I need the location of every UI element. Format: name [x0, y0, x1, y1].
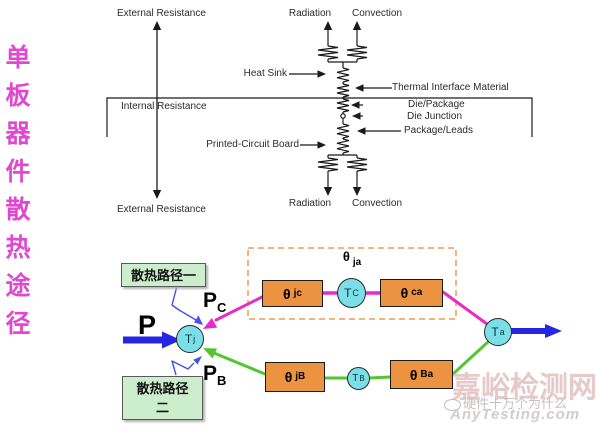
label-die-junction: Die Junction — [407, 111, 463, 122]
board-path-line — [203, 339, 491, 380]
theta-jc-symbol: θ — [283, 285, 291, 302]
side-title-char: 径 — [5, 311, 31, 338]
node-ta-main: T — [491, 325, 499, 339]
theta-ba-sub: Ba — [420, 368, 434, 380]
theta-ca-sub: ca — [411, 287, 423, 298]
side-title-char: 器 — [5, 121, 31, 148]
callout-path2-line2: 二 — [155, 400, 169, 415]
side-title-char: 散 — [5, 197, 31, 224]
label-internal-resistance: Internal Resistance — [121, 101, 207, 112]
watermark-site: AnyTesting.com — [450, 406, 581, 423]
theta-jb-symbol: θ — [284, 369, 293, 385]
callout-box-path1: 散热路径一 — [121, 263, 206, 287]
watermark-brand: 嘉峪检测网 — [452, 372, 598, 404]
resistor-ladder — [317, 21, 368, 196]
label-heat-sink: Heat Sink — [243, 68, 287, 79]
node-ta-sub: a — [499, 327, 505, 337]
label-convection-bottom: Convection — [351, 198, 403, 209]
theta-jb-sub: jB — [295, 371, 306, 382]
power-flow-arrows — [123, 324, 562, 349]
theta-jc-sub: jc — [293, 287, 302, 299]
node-tj-main: T — [184, 332, 193, 346]
label-radiation-bottom: Radiation — [288, 198, 332, 209]
side-title-char: 单 — [5, 45, 31, 72]
side-title-char: 板 — [5, 83, 31, 110]
theta-ca-symbol: θ — [400, 285, 409, 301]
label-package-leads: Package/Leads — [404, 125, 473, 136]
die-junction-node — [340, 113, 346, 119]
label-convection-top: Convection — [351, 8, 403, 19]
power-case-sub: C — [217, 300, 227, 316]
label-power-case: PC — [203, 290, 226, 319]
label-thermal-interface-material: Thermal Interface Material — [392, 82, 509, 93]
node-tc-sub: C — [352, 288, 359, 298]
power-board-main: P — [203, 362, 218, 385]
side-title-char: 件 — [5, 159, 31, 186]
resistance-axis-arrow — [152, 21, 162, 199]
label-power-board: PB — [203, 363, 226, 392]
side-title-char: 热 — [5, 235, 31, 262]
label-power-in: P — [138, 310, 157, 340]
case-path-line — [203, 290, 489, 329]
label-die-package: Die/Package — [408, 99, 465, 110]
label-external-resistance-bottom: External Resistance — [117, 204, 206, 215]
side-title: 单 板 器 件 散 热 途 径 — [4, 46, 32, 337]
power-case-main: P — [203, 289, 218, 312]
power-board-sub: B — [217, 373, 227, 389]
callout-box-path2: 散热路径 二 — [122, 376, 203, 420]
callout-path2-line1: 散热路径 — [136, 381, 189, 396]
theta-ja-group-outline — [247, 247, 457, 320]
theta-ja-sub: ja — [352, 256, 362, 268]
node-tc-main: T — [344, 286, 352, 300]
callout-pointers — [171, 285, 203, 376]
theta-ba-symbol: θ — [409, 366, 418, 383]
label-printed-circuit-board: Printed-Circuit Board — [206, 139, 299, 150]
node-tj-sub: j — [193, 334, 196, 344]
label-pointer-arrows — [289, 70, 401, 149]
node-tb-main: T — [352, 372, 359, 384]
watermark-caption: 硬件十万个为什么 — [463, 396, 568, 411]
callout-path1-label: 散热路径一 — [130, 267, 196, 283]
side-title-char: 途 — [5, 273, 31, 300]
internal-resistance-bracket — [106, 97, 533, 137]
theta-ja-symbol: θ — [342, 249, 350, 264]
node-tb-sub: B — [359, 373, 365, 383]
watermark-logo-icon — [444, 399, 461, 411]
label-external-resistance-top: External Resistance — [117, 8, 206, 19]
label-radiation-top: Radiation — [288, 8, 332, 19]
